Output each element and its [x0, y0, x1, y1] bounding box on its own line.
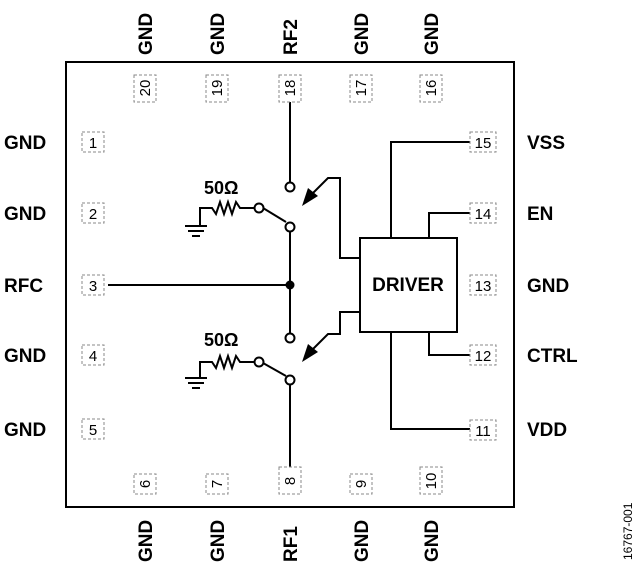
lower-resistor-label: 50Ω: [204, 330, 238, 350]
upper-termination-contact: [253, 202, 265, 214]
pin-number-19: 19: [209, 80, 226, 97]
pin-name-20: GND: [136, 13, 157, 55]
lower-ground-icon: [185, 362, 207, 389]
upper-control-line: [309, 177, 360, 259]
pin-number-9: 9: [353, 480, 370, 488]
pin-name-4: GND: [4, 346, 46, 367]
pin-number-12: 12: [475, 348, 492, 365]
vss-trace: [390, 141, 470, 238]
pin-name-17: GND: [352, 13, 373, 55]
pin-box-12: [469, 344, 497, 366]
pin-number-17: 17: [353, 80, 370, 97]
vdd-trace: [390, 332, 470, 430]
upper-ground-icon: [185, 208, 207, 237]
pin-name-6: GND: [136, 520, 157, 562]
pin-box-13: [469, 274, 497, 296]
pin-number-3: 3: [89, 278, 97, 295]
pin-box-2: [81, 202, 105, 224]
lower-control-arrow: [302, 344, 318, 362]
en-trace: [428, 212, 470, 238]
driver-block: [359, 237, 458, 333]
pin-number-6: 6: [137, 480, 154, 488]
pin-box-9: [349, 473, 373, 495]
lower-switch-pole: [284, 374, 296, 386]
pin-number-2: 2: [89, 206, 97, 223]
upper-switch-pole: [284, 221, 296, 233]
pin-name-8: RF1: [281, 526, 302, 562]
upper-control-arrow: [302, 188, 318, 206]
pin-box-3: [81, 274, 105, 296]
pin-number-16: 16: [423, 80, 440, 97]
upper-switch-contact: [284, 181, 296, 193]
pin-name-11: VDD: [527, 420, 567, 441]
pin-number-15: 15: [475, 135, 492, 152]
pin-name-16: GND: [422, 13, 443, 55]
pin-box-7: [205, 473, 229, 495]
pin-name-1: GND: [4, 133, 46, 154]
junction-dot: [285, 280, 295, 290]
ctrl-trace: [428, 332, 470, 356]
pin-box-1: [81, 131, 105, 153]
pin-box-4: [81, 344, 105, 366]
lower-switch-arm: [262, 362, 287, 377]
pin-number-10: 10: [423, 473, 440, 490]
lower-50-ohm-resistor: [199, 352, 254, 374]
pin-number-13: 13: [475, 278, 492, 295]
pin-box-10: [419, 466, 443, 495]
upper-resistor-label: 50Ω: [204, 178, 238, 198]
pin-number-7: 7: [209, 480, 226, 488]
pin-box-20: [133, 74, 157, 103]
pin-box-19: [205, 74, 229, 103]
upper-50-ohm-resistor: [199, 198, 254, 220]
lower-control-line: [309, 311, 360, 353]
pin-name-12: CTRL: [527, 346, 578, 367]
pin-number-20: 20: [137, 80, 154, 97]
pin-name-13: GND: [527, 276, 569, 297]
pin-box-8: [278, 466, 302, 495]
lower-termination-contact: [253, 356, 265, 368]
driver-label: DRIVER: [372, 275, 444, 296]
pin-name-9: GND: [352, 520, 373, 562]
pin-number-11: 11: [475, 423, 491, 440]
pin-number-5: 5: [89, 422, 97, 439]
pin-box-14: [469, 202, 497, 224]
pin-box-11: [469, 419, 497, 441]
figure-id: 16767-001: [621, 502, 635, 560]
pin-name-19: GND: [208, 13, 229, 55]
pin-number-8: 8: [282, 477, 299, 485]
pin-name-2: GND: [4, 204, 46, 225]
upper-switch-arm: [262, 207, 287, 223]
pin-box-16: [419, 74, 443, 103]
pin-name-5: GND: [4, 420, 46, 441]
pin-name-14: EN: [527, 204, 553, 225]
pin-box-6: [133, 473, 157, 495]
pin-number-14: 14: [475, 206, 492, 223]
pin-number-1: 1: [89, 135, 97, 152]
lower-switch-contact: [284, 332, 296, 344]
pin-name-3: RFC: [4, 276, 43, 297]
pin-box-5: [81, 418, 105, 440]
pin-name-10: GND: [422, 520, 443, 562]
pin-box-18: [278, 74, 302, 103]
pin-number-4: 4: [89, 348, 97, 365]
pin-name-7: GND: [208, 520, 229, 562]
pin-name-15: VSS: [527, 133, 565, 154]
pin-box-15: [469, 131, 497, 153]
pin-name-18: RF2: [281, 19, 302, 55]
pin-box-17: [349, 74, 373, 103]
pin-number-18: 18: [282, 80, 299, 97]
